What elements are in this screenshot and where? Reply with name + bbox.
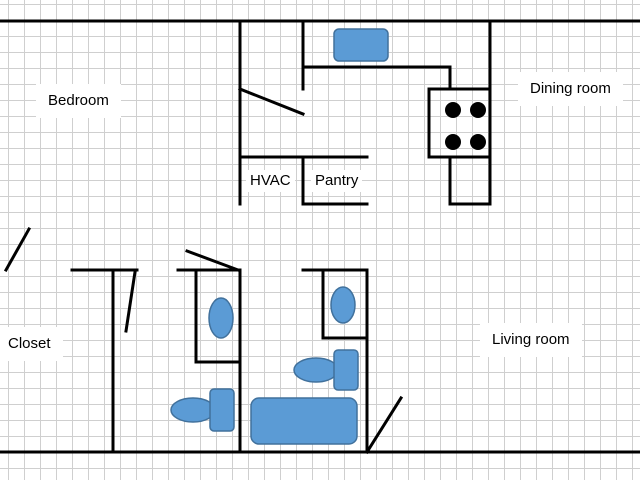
toilet-right-tank (333, 349, 359, 391)
toilet-left-bowl (170, 397, 216, 423)
stove-burner (470, 102, 486, 118)
hvac-door-swing (238, 87, 305, 116)
closet-label: Closet (0, 327, 63, 361)
bedroom-label: Bedroom (36, 84, 121, 118)
closet-door-swing (3, 226, 32, 273)
stove-outline (427, 87, 492, 159)
vanity-right-outline (321, 268, 369, 340)
toilet-left-tank (209, 388, 235, 432)
closet-door (124, 270, 137, 333)
sink-left (208, 297, 234, 339)
stove-burner (445, 102, 461, 118)
bathtub (250, 397, 358, 445)
living-room-door-swing (364, 395, 404, 455)
toilet-right-bowl (293, 357, 339, 383)
pantry-label: Pantry (311, 170, 363, 192)
sink-right (330, 286, 356, 324)
stove-burner (445, 134, 461, 150)
hvac-label: HVAC (246, 170, 295, 192)
dining-room-label: Dining room (518, 72, 623, 106)
vanity-left-outline (194, 268, 242, 364)
stove-burner (470, 134, 486, 150)
living-room-label: Living room (480, 323, 582, 357)
bath-door-swing (185, 249, 240, 272)
kitchen-sink (333, 28, 389, 62)
